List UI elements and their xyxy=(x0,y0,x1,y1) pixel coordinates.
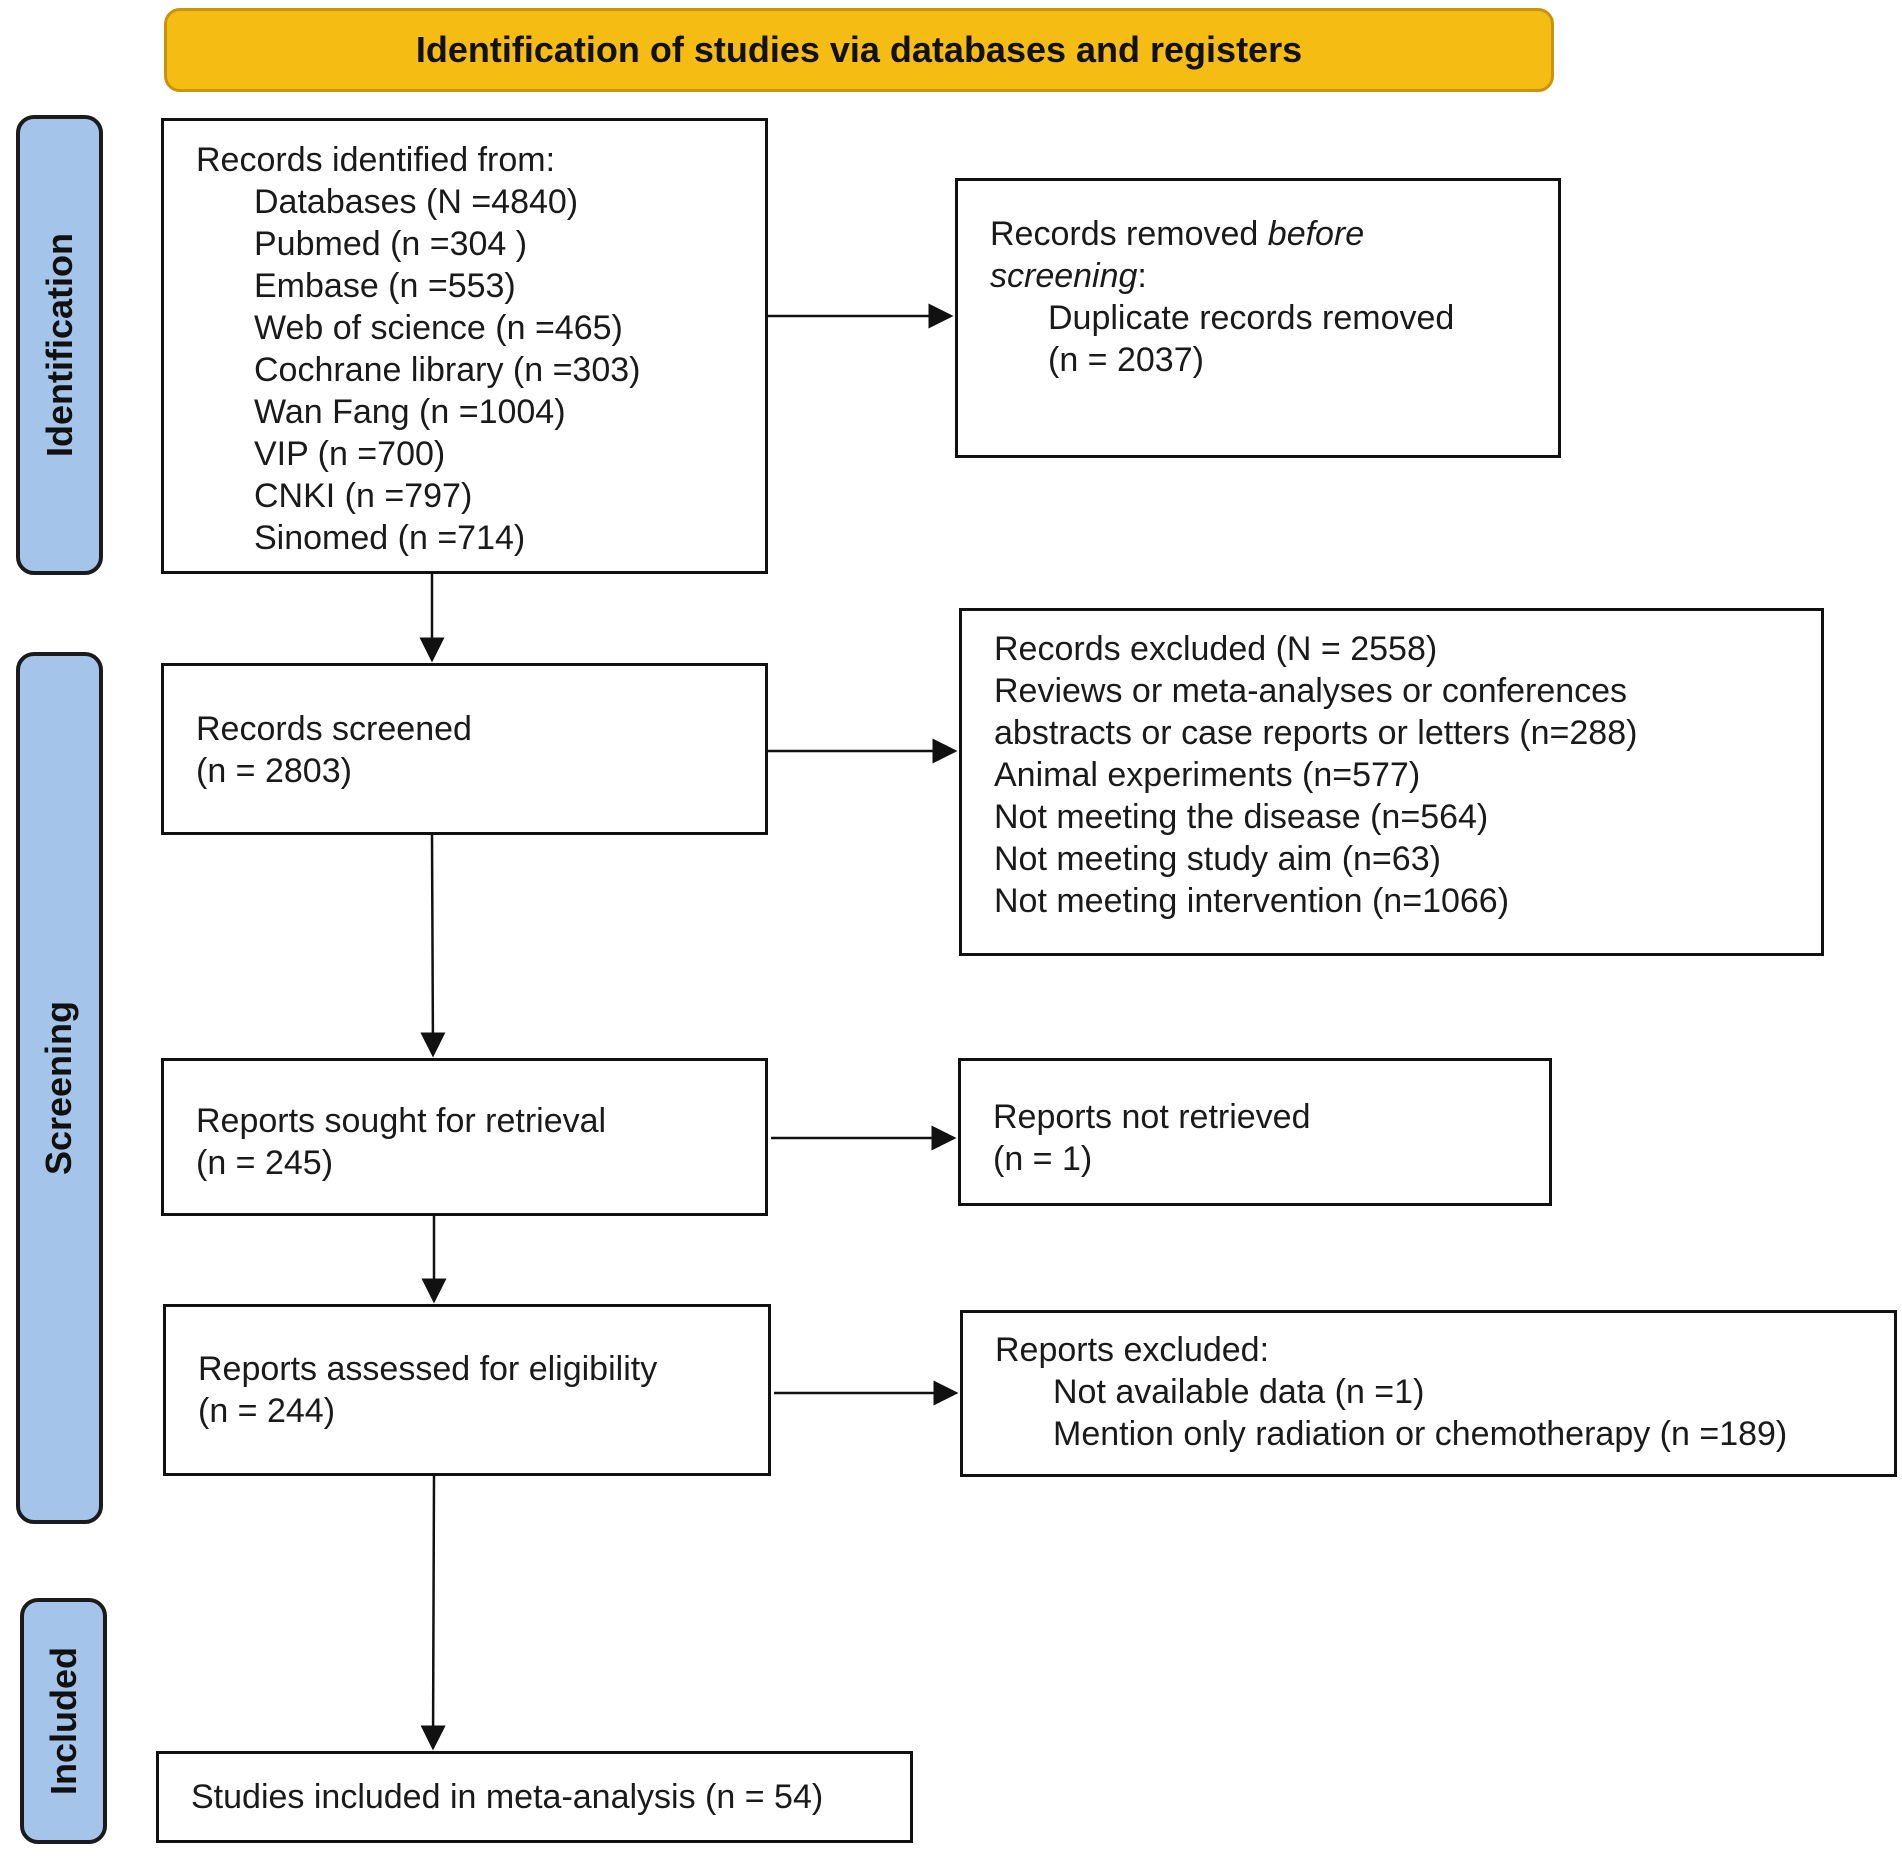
records-excluded-total: Records excluded (N = 2558) xyxy=(994,630,1438,668)
duplicate-records-label: Duplicate records removed xyxy=(1048,299,1455,337)
identification-header: Identification of studies via databases … xyxy=(164,8,1554,92)
records-excluded-box: Records excluded (N = 2558) Reviews or m… xyxy=(959,608,1824,956)
reports-assessed-count: (n = 244) xyxy=(198,1392,336,1430)
reports-not-retrieved-box: Reports not retrieved (n = 1) xyxy=(958,1058,1552,1206)
reports-assessed-box: Reports assessed for eligibility (n = 24… xyxy=(163,1304,771,1476)
records-removed-heading-line1: Records removed before xyxy=(990,213,1558,255)
source-databases: Databases (N =4840) xyxy=(254,183,579,221)
reports-excluded-heading: Reports excluded: xyxy=(995,1331,1270,1369)
phase-label-identification: Identification xyxy=(16,115,103,575)
records-identified-box: Records identified from: Databases (N =4… xyxy=(161,118,768,574)
reports-assessed-label: Reports assessed for eligibility xyxy=(198,1350,658,1388)
records-screened-box: Records screened (n = 2803) xyxy=(161,663,768,835)
source-web-of-science: Web of science (n =465) xyxy=(254,309,623,347)
phase-label-screening-text: Screening xyxy=(38,1000,80,1176)
reports-not-retrieved-count: (n = 1) xyxy=(993,1140,1093,1178)
source-wan-fang: Wan Fang (n =1004) xyxy=(254,393,566,431)
source-cochrane-library: Cochrane library (n =303) xyxy=(254,351,641,389)
duplicate-records-count: (n = 2037) xyxy=(1048,341,1204,379)
source-sinomed: Sinomed (n =714) xyxy=(254,519,526,557)
records-screened-label: Records screened xyxy=(196,710,472,748)
phase-label-identification-text: Identification xyxy=(38,233,80,457)
reports-excluded-box: Reports excluded: Not available data (n … xyxy=(960,1310,1897,1477)
studies-included-label: Studies included in meta-analysis (n = 5… xyxy=(191,1778,824,1816)
exclusion-disease: Not meeting the disease (n=564) xyxy=(994,798,1489,836)
phase-label-included: Included xyxy=(20,1598,107,1844)
records-screened-count: (n = 2803) xyxy=(196,752,352,790)
records-removed-prefix: Records removed xyxy=(990,215,1268,253)
exclusion-reviews: Reviews or meta-analyses or conferences xyxy=(994,672,1628,710)
arrow-assessed-to-included xyxy=(420,1475,446,1751)
arrow-screened-to-sought xyxy=(420,834,446,1058)
phase-label-screening: Screening xyxy=(16,652,103,1524)
records-removed-colon: : xyxy=(1137,257,1147,295)
reason-radiation-chemotherapy: Mention only radiation or chemotherapy (… xyxy=(1053,1415,1788,1453)
records-removed-screening: screening xyxy=(990,257,1138,295)
records-removed-heading-line2: screening: xyxy=(990,255,1558,297)
exclusion-animal: Animal experiments (n=577) xyxy=(994,756,1421,794)
source-embase: Embase (n =553) xyxy=(254,267,516,305)
exclusion-study-aim: Not meeting study aim (n=63) xyxy=(994,840,1441,878)
source-pubmed: Pubmed (n =304 ) xyxy=(254,225,528,263)
phase-label-included-text: Included xyxy=(42,1646,84,1796)
records-removed-box: Records removed before screening: Duplic… xyxy=(955,178,1561,458)
reports-sought-count: (n = 245) xyxy=(196,1144,334,1182)
reports-not-retrieved-label: Reports not retrieved xyxy=(993,1098,1311,1136)
records-identified-heading: Records identified from: xyxy=(196,141,556,179)
source-vip: VIP (n =700) xyxy=(254,435,446,473)
reports-sought-box: Reports sought for retrieval (n = 245) xyxy=(161,1058,768,1216)
source-cnki: CNKI (n =797) xyxy=(254,477,473,515)
records-removed-before: before xyxy=(1267,215,1365,253)
exclusion-intervention: Not meeting intervention (n=1066) xyxy=(994,882,1510,920)
reports-sought-label: Reports sought for retrieval xyxy=(196,1102,607,1140)
reason-not-available-data: Not available data (n =1) xyxy=(1053,1373,1425,1411)
studies-included-box: Studies included in meta-analysis (n = 5… xyxy=(156,1751,913,1843)
exclusion-abstracts: abstracts or case reports or letters (n=… xyxy=(994,714,1638,752)
